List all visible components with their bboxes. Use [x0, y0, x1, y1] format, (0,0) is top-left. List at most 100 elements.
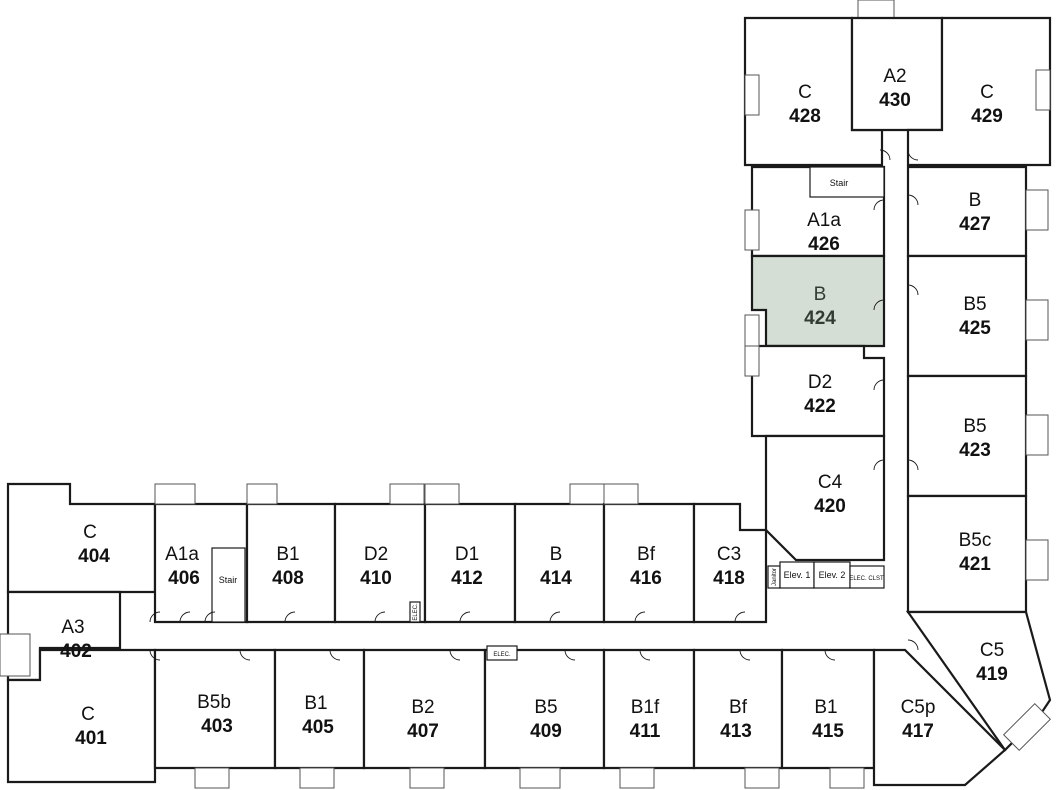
unit-419[interactable] — [905, 610, 1052, 752]
elec-corridor — [486, 645, 518, 661]
window-bay — [1025, 539, 1049, 581]
unit-type-407: B2 — [411, 697, 434, 718]
unit-number-409: 409 — [530, 721, 562, 742]
elevator-2-label: Elev. 2 — [819, 570, 846, 580]
unit-type-429: C — [980, 82, 994, 103]
unit-number-426: 426 — [808, 234, 840, 255]
unit-type-405: B1 — [304, 693, 327, 714]
unit-420[interactable] — [764, 434, 886, 562]
unit-type-430: A2 — [883, 66, 906, 87]
window-bay — [1025, 414, 1049, 456]
unit-number-424: 424 — [804, 308, 836, 329]
unit-type-418: C3 — [717, 544, 741, 565]
elec-closet — [849, 565, 885, 589]
door-swings — [149, 149, 919, 661]
unit-type-402: A3 — [61, 617, 84, 638]
stair-left — [211, 547, 246, 623]
window-bay — [1025, 189, 1049, 231]
unit-type-427: B — [969, 190, 982, 211]
window-bay — [389, 483, 425, 505]
unit-type-417: C5p — [901, 697, 936, 718]
unit-number-428: 428 — [789, 106, 821, 127]
window-bay — [154, 483, 196, 505]
window-bay — [299, 767, 335, 789]
window-bay — [409, 767, 445, 789]
unit-number-410: 410 — [360, 568, 392, 589]
unit-425[interactable] — [906, 254, 1028, 378]
unit-type-411: B1f — [631, 697, 660, 718]
unit-404[interactable] — [6, 482, 157, 594]
elec-closet-label: ELEC. CLST. — [849, 576, 885, 582]
unit-number-427: 427 — [959, 214, 991, 235]
stair-top-label: Stair — [830, 178, 849, 188]
elevator-1-label: Elev. 1 — [784, 570, 811, 580]
unit-type-412: D1 — [455, 544, 479, 565]
unit-type-406: A1a — [165, 544, 199, 565]
window-bay — [829, 767, 865, 789]
window-bay — [744, 209, 760, 251]
unit-422[interactable] — [750, 344, 886, 438]
unit-number-408: 408 — [272, 568, 304, 589]
unit-type-408: B1 — [276, 544, 299, 565]
window-bay — [519, 767, 561, 789]
window-bay — [744, 345, 760, 377]
window-bay — [744, 767, 780, 789]
unit-number-421: 421 — [959, 554, 991, 575]
unit-number-425: 425 — [959, 318, 991, 339]
unit-number-405: 405 — [302, 717, 334, 738]
unit-type-403: B5b — [197, 692, 231, 713]
window-bay — [857, 0, 895, 19]
window-bay — [424, 483, 460, 505]
unit-labels: C 428 A2 430 C 429 A1a 426 B 427 B 424 B… — [60, 66, 1008, 749]
service-labels: Stair Stair Elev. 1 Elev. 2 ELEC. CLST. … — [219, 178, 885, 658]
unit-number-417: 417 — [902, 721, 934, 742]
unit-type-426: A1a — [807, 210, 841, 231]
unit-type-410: D2 — [364, 544, 388, 565]
unit-number-422: 422 — [804, 396, 836, 417]
unit-number-401: 401 — [75, 728, 107, 749]
unit-number-402: 402 — [60, 641, 92, 662]
window-bay — [1035, 69, 1051, 111]
unit-number-430: 430 — [879, 90, 911, 111]
unit-number-412: 412 — [451, 568, 483, 589]
window-bay — [194, 767, 230, 789]
unit-type-414: B — [550, 544, 563, 565]
elec-small-label: ELEC. — [413, 603, 419, 621]
unit-417[interactable] — [872, 648, 1007, 787]
unit-number-411: 411 — [630, 721, 661, 742]
elec-small — [409, 601, 421, 623]
unit-type-420: C4 — [818, 472, 843, 493]
unit-number-423: 423 — [959, 440, 991, 461]
unit-number-419: 419 — [976, 664, 1008, 685]
unit-type-409: B5 — [534, 697, 557, 718]
unit-number-429: 429 — [971, 106, 1003, 127]
elec-corridor-label: ELEC. — [493, 652, 511, 658]
unit-number-414: 414 — [540, 568, 572, 589]
stair-top — [809, 166, 885, 198]
unit-type-419: C5 — [980, 640, 1004, 661]
unit-429[interactable] — [906, 16, 1052, 167]
unit-type-428: C — [798, 82, 812, 103]
unit-type-422: D2 — [808, 372, 832, 393]
window-bay — [619, 767, 655, 789]
unit-number-406: 406 — [168, 568, 200, 589]
window-bay — [0, 633, 31, 677]
unit-418[interactable] — [692, 502, 768, 624]
window-bay — [1025, 299, 1049, 341]
unit-number-420: 420 — [814, 496, 846, 517]
unit-number-415: 415 — [812, 721, 844, 742]
window-bay — [569, 483, 605, 505]
unit-type-416: Bf — [637, 544, 656, 565]
unit-number-404: 404 — [78, 546, 110, 567]
unit-type-404: C — [83, 522, 97, 543]
window-bay — [246, 483, 278, 505]
janitor-label: Janitor — [772, 568, 778, 586]
unit-427[interactable] — [906, 165, 1028, 258]
window-bay — [603, 483, 639, 505]
stair-left-label: Stair — [219, 575, 238, 585]
unit-type-424: B — [814, 284, 827, 305]
window-bay — [744, 74, 760, 116]
unit-type-423: B5 — [963, 416, 986, 437]
window-bay — [1002, 702, 1052, 752]
